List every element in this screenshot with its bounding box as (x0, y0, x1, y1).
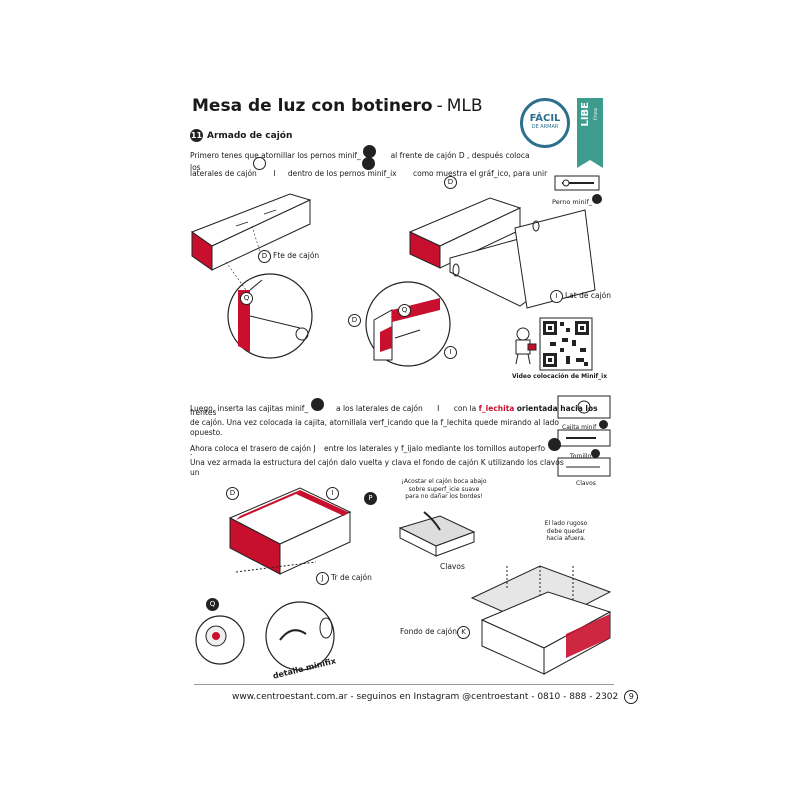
page-title: Mesa de luz con botinero-MLB (192, 96, 483, 116)
p1-text-c: D , después coloca (458, 151, 530, 160)
line-ribbon: LIBE línea (577, 98, 603, 168)
cajita-text: Cajita minif_ (562, 424, 600, 431)
note-acostar-3: para no dañar los bordes! (405, 493, 483, 500)
label-d-detail: D (348, 314, 363, 327)
product-code: MLB (446, 96, 483, 116)
paragraph-2-line-4: opuesto. (190, 428, 223, 437)
note-acostar-1: ¡Acostar el cajón boca abajo (401, 478, 487, 485)
minifix-circle-icon (362, 157, 376, 170)
note-rugoso-2: debe quedar (546, 527, 586, 535)
cajita-small-icon (599, 420, 609, 429)
letter-d-bottom: D (226, 487, 239, 500)
paragraph-2-line-5: Ahora coloca el trasero de cajón J entre… (190, 438, 563, 454)
note-rugoso-1: El lado rugoso (544, 520, 588, 527)
step-number: 11 (190, 129, 203, 142)
letter-d-detail: D (348, 314, 361, 327)
p1-text-a: Primero tenes que atornillar los pernos … (190, 151, 361, 160)
minifix-small-icon (592, 194, 603, 204)
p2-text-g: Ahora coloca el trasero de cajón (190, 444, 312, 453)
letter-q-right: Q (398, 304, 411, 317)
label-q-bottom: Q (206, 598, 221, 611)
p2-arrow-word: f_lechita (478, 404, 515, 413)
label-cajita: Cajita minif_ (562, 420, 610, 431)
paragraph-2-line-8: un (190, 468, 200, 477)
p2-text-i: entre los laterales y f_ijalo mediante l… (324, 444, 546, 453)
perno-text: Perno minif_ (552, 198, 593, 206)
label-i-detail: I (444, 346, 459, 359)
p1-text-g: dentro de los pernos minif_ix (287, 169, 397, 178)
letter-k: K (457, 626, 471, 639)
p1-text-e: laterales de cajón (190, 169, 257, 178)
tr-cajon-text: Tr de cajón (331, 573, 372, 582)
label-tornillo: Tornillo (570, 449, 602, 460)
p2-text-c: I (437, 404, 440, 413)
p1-text-f: I (273, 169, 276, 178)
p1-text-b: al frente de cajón (390, 151, 457, 160)
paragraph-2-line-2: frentes (190, 408, 217, 417)
paragraph-2-line-6: . (190, 448, 193, 457)
letter-j: J (316, 572, 329, 585)
p2-text-a: Luego, inserta las cajitas minif_ (190, 404, 309, 413)
paragraph-1-line-2: los (190, 157, 377, 173)
letter-i: I (550, 290, 563, 303)
letter-q: Q (240, 292, 253, 305)
title-text: Mesa de luz con botinero (192, 96, 433, 116)
label-d-top: D (444, 176, 459, 189)
p2-text-d: con la (453, 404, 477, 413)
paragraph-1-line-3: laterales de cajón I dentro de los perno… (190, 169, 547, 179)
easy-assembly-badge: FÁCIL DE ARMAR (520, 98, 570, 148)
letter-i-bottom: I (326, 487, 339, 500)
label-clavos-small: Clavos (576, 480, 596, 487)
step-title: Armado de cajón (207, 131, 293, 141)
note-acostar: ¡Acostar el cajón boca abajo sobre super… (392, 478, 496, 501)
paragraph-2-line-7: Una vez armada la estructura del cajón d… (190, 458, 564, 467)
title-dash: - (436, 96, 443, 116)
page-number: 9 (624, 690, 639, 704)
footer-text: www.centroestant.com.ar - seguinos en In… (232, 692, 619, 702)
qr-code (539, 317, 593, 371)
step-heading: 11 Armado de cajón (190, 129, 292, 142)
paragraph-2-line-3: de cajón. Una vez colocada la cajita, at… (190, 418, 560, 427)
label-d-bottom: D (226, 487, 241, 500)
label-perno: Perno minif_ (552, 194, 604, 206)
letter-i-detail: I (444, 346, 457, 359)
p1-text-d: los (190, 163, 201, 172)
label-clavos: Clavos (440, 562, 465, 571)
mascot-icon (515, 327, 537, 365)
badge-text: FÁCIL (529, 113, 561, 124)
lat-cajon-text: Lat de cajón (565, 291, 612, 300)
cajita-icon (310, 398, 324, 411)
p2-text-b: a los laterales de cajón (335, 404, 423, 413)
label-q-left: Q (240, 292, 255, 305)
video-label: Video colocación de Minif_ix (512, 373, 608, 380)
letter-d-top: D (444, 176, 457, 189)
badge-subtext: DE ARMAR (531, 124, 559, 130)
label-p: P (364, 492, 379, 505)
fte-cajon-text: Fte de cajón (273, 251, 320, 260)
label-i-bottom: I (326, 487, 341, 500)
label-q-right: Q (398, 304, 413, 317)
letter-p: P (364, 492, 377, 505)
note-acostar-2: sobre superf_icie suave (408, 485, 480, 493)
note-rugoso: El lado rugoso debe quedar hacia afuera. (538, 520, 594, 543)
letter-q-bottom: Q (206, 598, 219, 611)
tornillo-text: Tornillo (570, 453, 592, 460)
note-rugoso-3: hacia afuera. (546, 535, 586, 542)
letter-d: D (258, 250, 271, 263)
tornillo-icon (547, 438, 561, 451)
footer-divider (194, 684, 614, 685)
p1-text-h: como muestra el gráf_ico, para unir (413, 169, 548, 178)
perno-circle-icon (252, 157, 266, 170)
footer: www.centroestant.com.ar - seguinos en In… (232, 690, 639, 704)
tornillo-small-icon (591, 449, 601, 458)
p2-text-f: orientada hacia los (516, 404, 598, 413)
p2-text-h: J (313, 444, 316, 453)
paragraph-2-line-1: Luego, inserta las cajitas minif_ a los … (190, 398, 598, 414)
fondo-cajon-text: Fondo de cajón (400, 627, 458, 636)
